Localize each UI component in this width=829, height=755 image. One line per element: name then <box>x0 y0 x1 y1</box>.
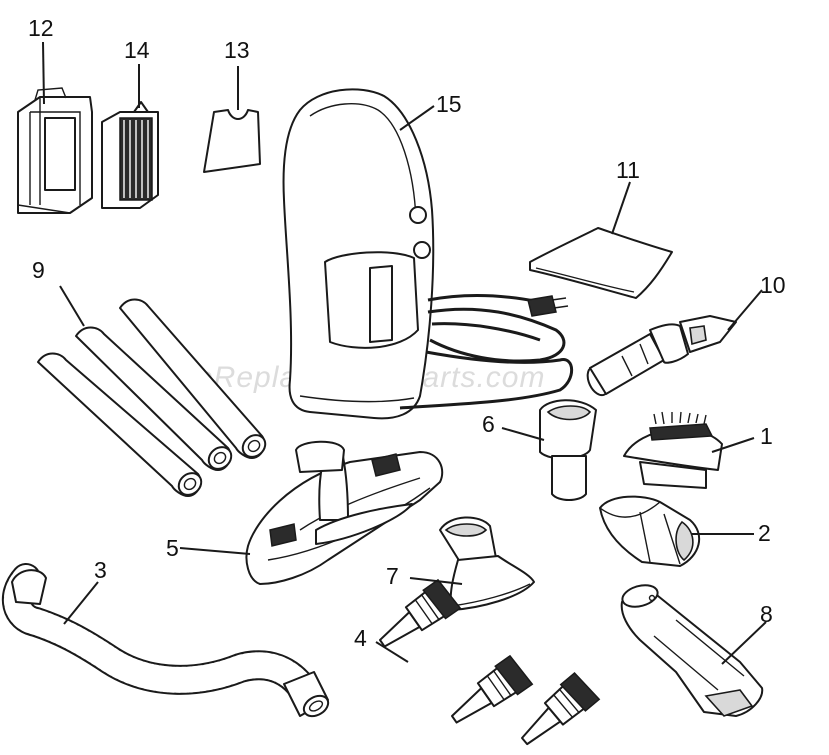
part-6-round-nozzle <box>539 399 597 501</box>
label-4: 4 <box>354 625 367 651</box>
part-10-extension-nozzle <box>586 315 737 397</box>
label-13: 13 <box>224 37 250 63</box>
label-12: 12 <box>28 15 54 41</box>
label-7: 7 <box>386 563 399 589</box>
part-4-small-nozzles <box>379 578 601 746</box>
part-13-prefilter <box>203 109 261 173</box>
part-9-extension-tubes <box>37 298 267 497</box>
part-2-tapered-nozzle <box>599 495 700 567</box>
label-2: 2 <box>758 520 771 546</box>
label-10: 10 <box>760 272 786 298</box>
label-6: 6 <box>482 411 495 437</box>
power-cord <box>399 294 574 410</box>
part-8-crevice-tool <box>620 584 764 717</box>
part-15-vacuum-body <box>282 88 435 420</box>
label-8: 8 <box>760 601 773 627</box>
part-3-flexible-hose <box>2 563 330 718</box>
label-9: 9 <box>32 257 45 283</box>
label-3: 3 <box>94 557 107 583</box>
part-5-floor-nozzle <box>245 440 444 585</box>
leader-lines <box>42 41 767 665</box>
part-12-filter-frame <box>17 87 93 214</box>
part-14-pleated-filter <box>101 101 159 209</box>
label-11: 11 <box>616 157 640 183</box>
part-labels: 12 14 13 15 11 10 9 6 1 5 2 7 8 4 3 <box>28 15 786 651</box>
part-1-dusting-brush <box>623 411 723 489</box>
label-5: 5 <box>166 535 179 561</box>
label-1: 1 <box>760 423 773 449</box>
part-11-cloth <box>529 227 673 299</box>
part-7-upholstery-tool <box>439 516 535 611</box>
label-15: 15 <box>436 91 462 117</box>
label-14: 14 <box>124 37 150 63</box>
